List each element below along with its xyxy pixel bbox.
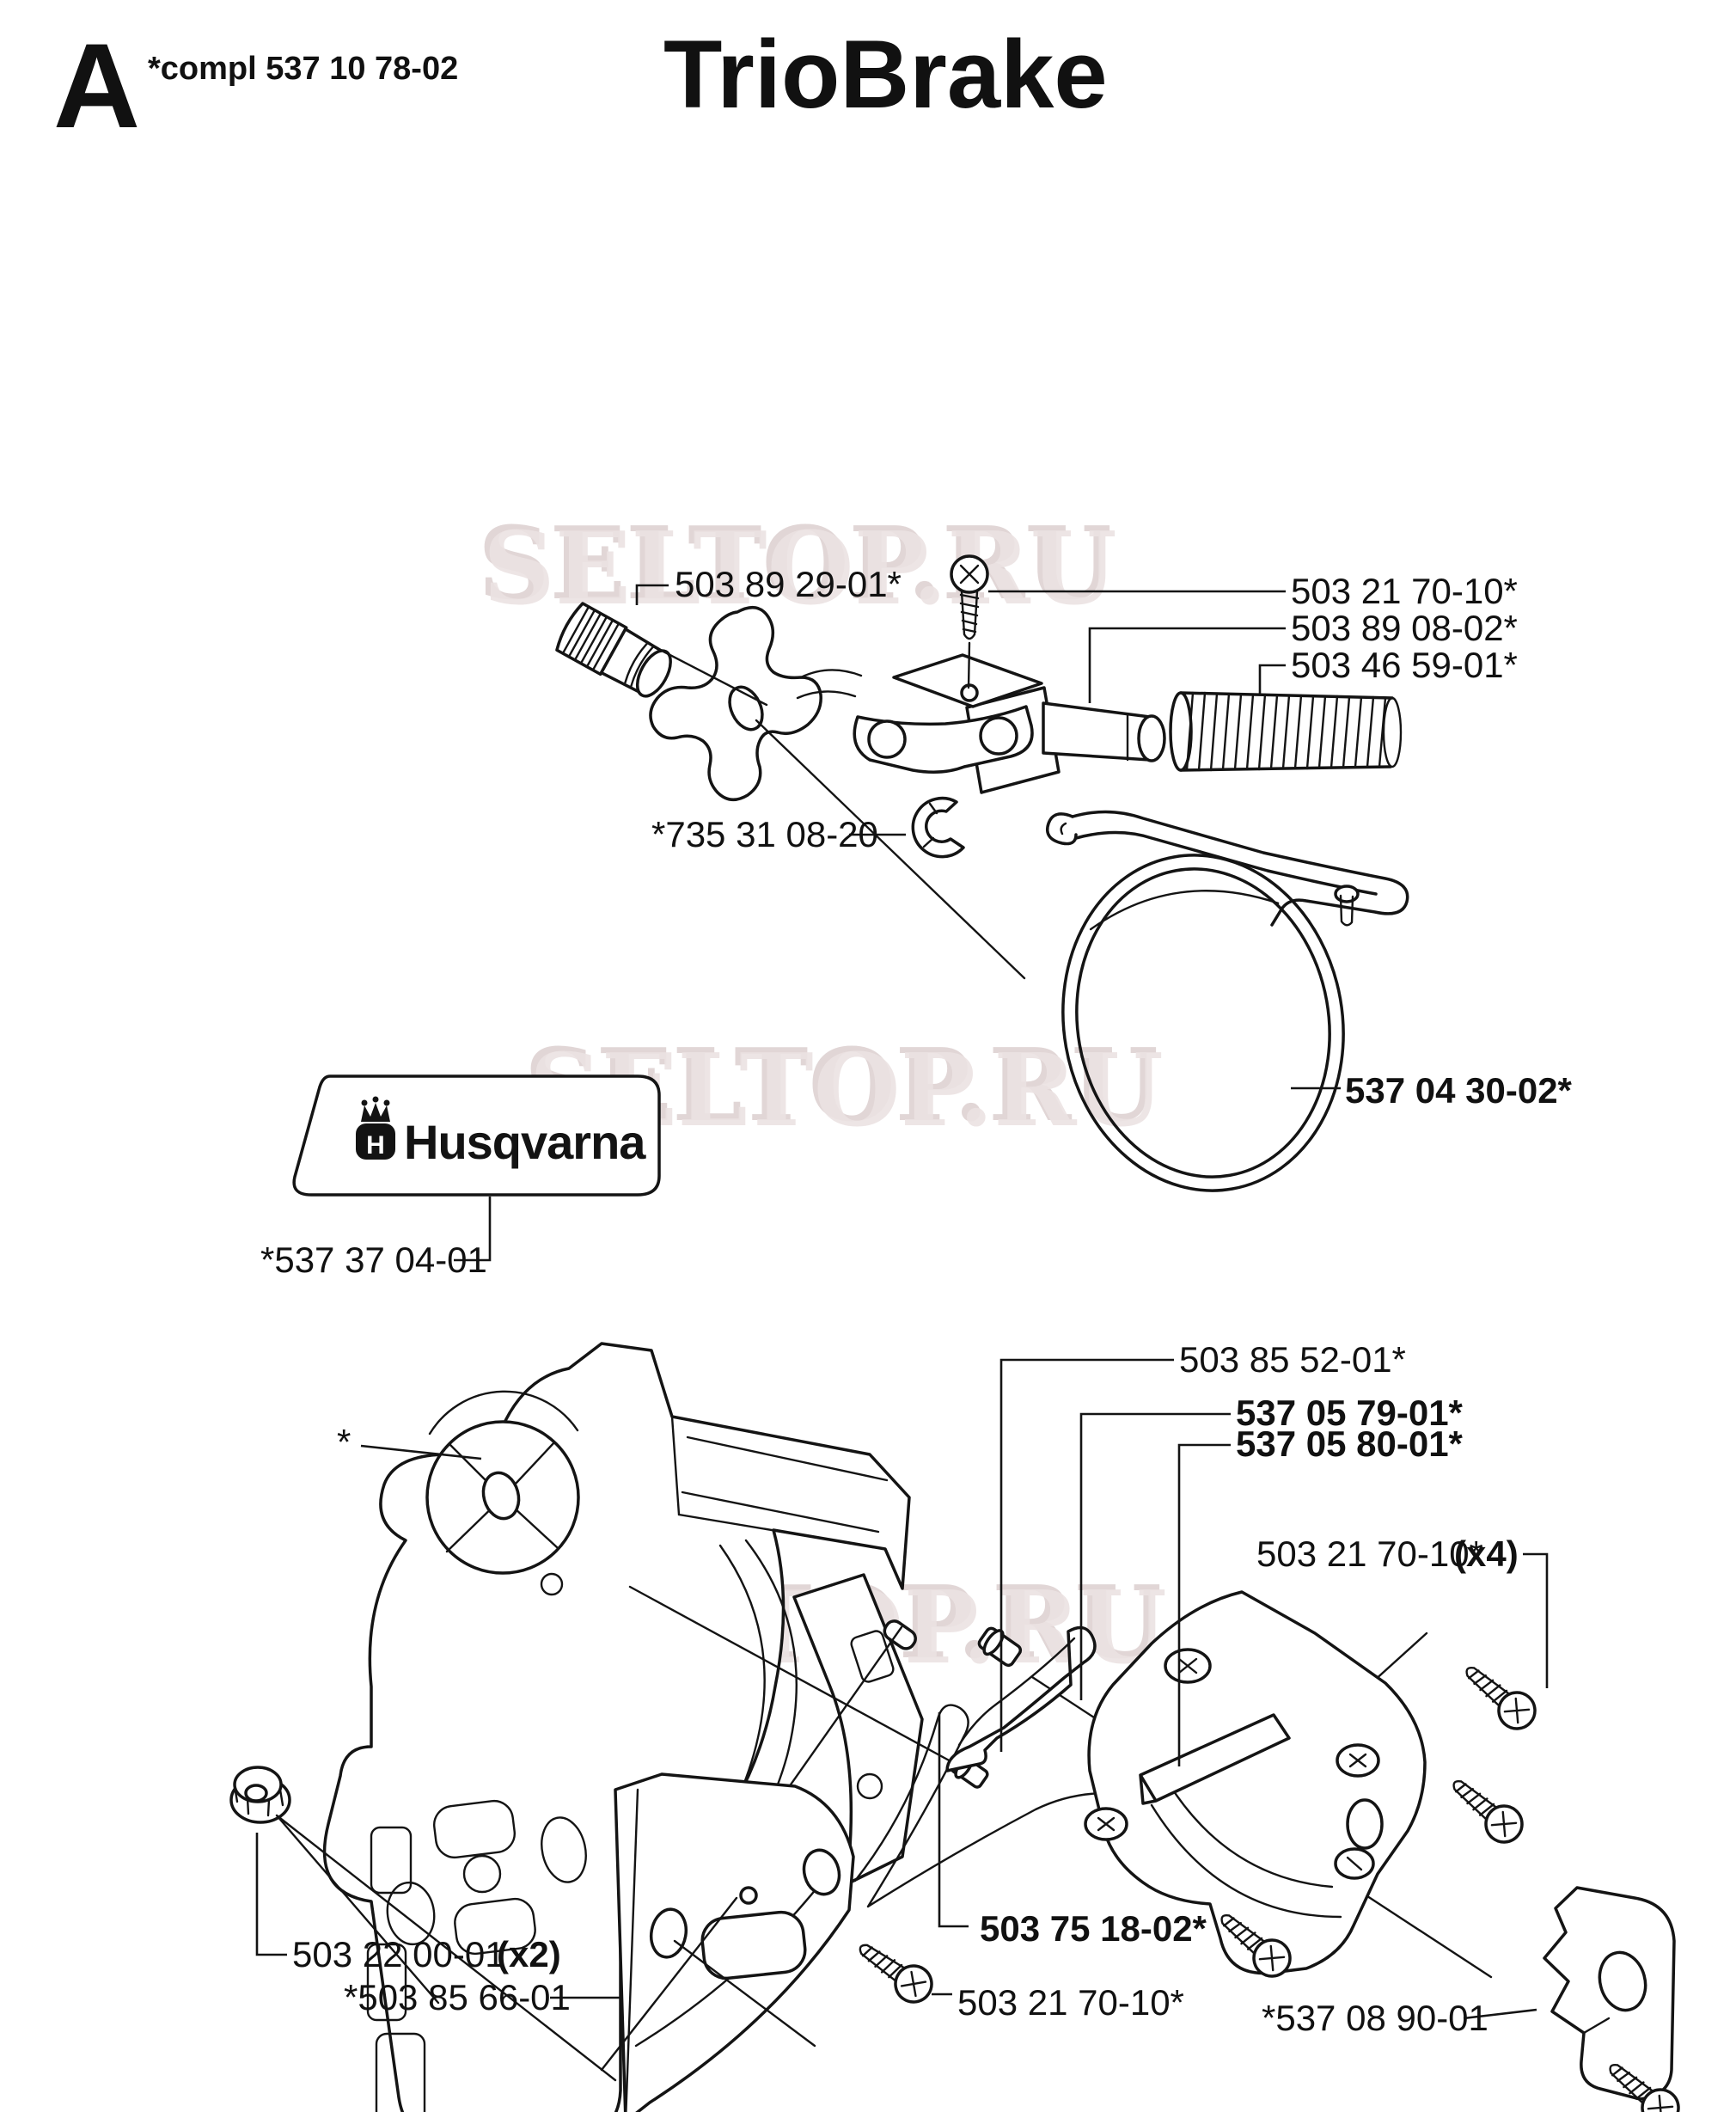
cam-link-strips <box>796 669 863 700</box>
lock-ring-drawing <box>911 796 965 859</box>
part-label-lock-ring: *735 31 08-20 <box>651 814 878 854</box>
top-guide-lines <box>662 650 1026 980</box>
part-label-screws-x4: 503 21 70-10* <box>1256 1533 1483 1574</box>
screw-1-drawing <box>1454 1653 1544 1738</box>
brake-cam-drawing <box>649 606 822 801</box>
part-label-spike: *537 08 90-01 <box>1262 1998 1488 2038</box>
part-label-guide-plate: *503 85 66-01 <box>344 1977 571 2017</box>
leader-lines <box>255 584 1549 2020</box>
part-label-brake-band: 537 04 30-02* <box>1345 1070 1573 1111</box>
piston-drawing <box>1042 701 1166 762</box>
part-label-piston: 503 89 08-02* <box>1291 608 1518 648</box>
part-label-brake-spring: 503 75 18-02* <box>980 1908 1207 1949</box>
decal-brand-text: Husqvarna <box>404 1115 646 1169</box>
clutch-cover-drawing <box>322 1342 924 2112</box>
tension-spring-drawing <box>1169 691 1403 772</box>
brake-bracket-drawing <box>853 653 1061 794</box>
part-label-screws-x4-qty: (x4) <box>1454 1533 1519 1574</box>
brand-decal: H Husqvarna <box>292 1074 661 1197</box>
part-label-nut: 503 22 00-01 <box>292 1934 505 1974</box>
part-label-pin: 503 85 52-01* <box>1179 1339 1406 1380</box>
part-label-cover-mark: * <box>337 1422 351 1462</box>
part-label-bumper-upper: 537 05 79-01* <box>1236 1393 1464 1433</box>
assembly-note: *compl 537 10 78-02 <box>148 51 458 87</box>
section-letter: A <box>53 18 140 153</box>
part-label-bumper-lower: 537 05 80-01* <box>1236 1423 1464 1464</box>
part-label-nut-qty: (x2) <box>497 1934 561 1974</box>
svg-text:H: H <box>366 1131 385 1160</box>
nut-guide-lines <box>275 1814 617 2082</box>
screw-bottom-drawing <box>848 1931 940 2011</box>
husqvarna-crown-icon: H <box>356 1096 395 1160</box>
part-label-screw-bottom: 503 21 70-10* <box>957 1982 1184 2023</box>
part-label-decal: *537 37 04-01 <box>260 1240 487 1280</box>
brake-band-drawing <box>1046 810 1409 1192</box>
page-title: TrioBrake <box>663 21 1108 128</box>
sprocket-cover-drawing <box>1084 1590 1427 1975</box>
guide-plate-drawing <box>600 1772 855 2112</box>
felling-spike-drawing <box>1543 1886 1676 2101</box>
flange-nut-drawing <box>229 1766 291 1824</box>
part-label-screw-top: 503 21 70-10* <box>1291 571 1518 611</box>
adjuster-screw-drawing <box>555 602 672 698</box>
screw-2-drawing <box>1441 1766 1531 1852</box>
part-label-spring: 503 46 59-01* <box>1291 645 1518 685</box>
part-label-adjuster: 503 89 29-01* <box>675 564 902 604</box>
